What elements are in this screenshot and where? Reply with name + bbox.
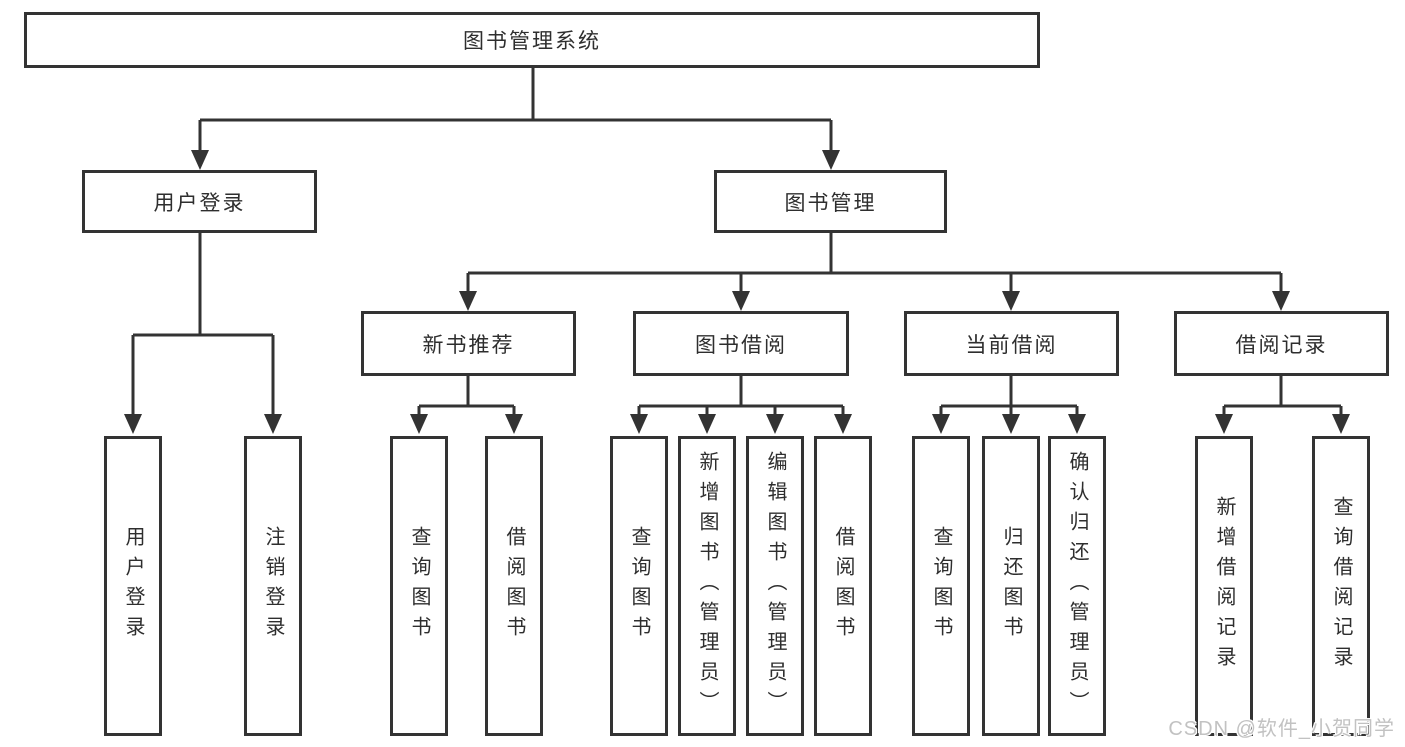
arrow-down-icon [932, 414, 950, 434]
leaf-borrow-books-recommend: 借阅图书 [485, 436, 543, 736]
node-borrowing-records: 借阅记录 [1174, 311, 1389, 376]
leaf-confirm-return-admin: 确认归还（管理员） [1048, 436, 1106, 736]
arrow-down-icon [698, 414, 716, 434]
leaf-edit-books-admin: 编辑图书（管理员） [746, 436, 804, 736]
arrow-down-icon [1272, 291, 1290, 311]
arrow-down-icon [1002, 414, 1020, 434]
arrow-down-icon [124, 414, 142, 434]
arrow-down-icon [766, 414, 784, 434]
leaf-logout: 注销登录 [244, 436, 302, 736]
arrow-down-icon [264, 414, 282, 434]
node-current-borrowing: 当前借阅 [904, 311, 1119, 376]
arrow-down-icon [732, 291, 750, 311]
arrow-down-icon [1215, 414, 1233, 434]
leaf-add-borrow-record: 新增借阅记录 [1195, 436, 1253, 736]
arrow-down-icon [191, 150, 209, 170]
leaf-borrow-books: 借阅图书 [814, 436, 872, 736]
node-user-login: 用户登录 [82, 170, 317, 233]
leaf-query-books-borrow: 查询图书 [610, 436, 668, 736]
node-book-borrowing: 图书借阅 [633, 311, 849, 376]
leaf-add-books-admin: 新增图书（管理员） [678, 436, 736, 736]
arrow-down-icon [505, 414, 523, 434]
node-library-management-system: 图书管理系统 [24, 12, 1040, 68]
arrow-down-icon [822, 150, 840, 170]
watermark: CSDN @软件_小贺同学 [1168, 718, 1395, 740]
arrow-down-icon [1068, 414, 1086, 434]
arrow-down-icon [459, 291, 477, 311]
arrow-down-icon [410, 414, 428, 434]
leaf-query-borrow-record: 查询借阅记录 [1312, 436, 1370, 736]
node-book-management: 图书管理 [714, 170, 947, 233]
node-new-book-recommendation: 新书推荐 [361, 311, 576, 376]
leaf-return-books: 归还图书 [982, 436, 1040, 736]
leaf-query-books-recommend: 查询图书 [390, 436, 448, 736]
arrow-down-icon [1002, 291, 1020, 311]
arrow-down-icon [834, 414, 852, 434]
arrow-down-icon [630, 414, 648, 434]
arrow-down-icon [1332, 414, 1350, 434]
leaf-query-books-current: 查询图书 [912, 436, 970, 736]
leaf-user-login: 用户登录 [104, 436, 162, 736]
